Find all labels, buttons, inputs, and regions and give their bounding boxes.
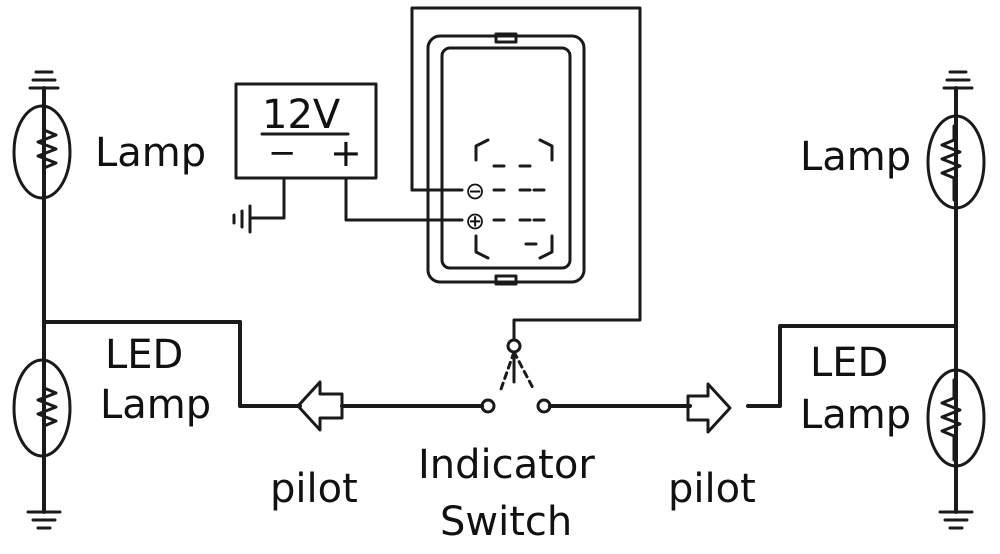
relay-positive-terminal-icon: ⊕ — [465, 207, 485, 235]
battery-ground-wire — [248, 176, 286, 220]
switch-label-line2: Switch — [440, 499, 572, 545]
battery-negative-icon: − — [268, 133, 297, 173]
left-lamp-filament-icon — [36, 116, 58, 192]
right-led-label-line2: Lamp — [800, 392, 911, 438]
left-pilot-arrow-icon — [296, 380, 344, 432]
left-bottom-ground-symbol — [26, 510, 62, 530]
right-lamp-filament-icon — [940, 124, 962, 202]
battery-positive-icon: + — [330, 131, 362, 175]
left-led-label-line2: Lamp — [100, 382, 211, 428]
right-pilot-wire — [746, 324, 958, 408]
right-pilot-label: pilot — [668, 466, 756, 512]
battery-voltage-label: 12V — [262, 92, 341, 138]
left-lamp-label: Lamp — [95, 130, 206, 176]
relay-negative-terminal-icon: ⊖ — [465, 177, 485, 205]
indicator-switch — [480, 338, 552, 414]
right-led-filament-icon — [940, 378, 962, 462]
right-led-lamp — [926, 368, 986, 468]
right-top-ground-symbol — [942, 70, 974, 90]
left-lamp — [12, 104, 72, 200]
switch-label-line1: Indicator — [418, 442, 595, 488]
left-pilot-wire — [238, 320, 302, 408]
right-lamp — [926, 114, 986, 210]
left-led-lamp — [12, 358, 72, 458]
switch-feed-wire — [410, 6, 642, 342]
battery-positive-wire — [344, 176, 464, 222]
right-lamp-label: Lamp — [800, 134, 911, 180]
left-led-filament-icon — [36, 370, 58, 452]
battery-ground-symbol — [232, 204, 252, 234]
right-pilot-arrow-icon — [686, 382, 732, 434]
left-top-ground-symbol — [28, 70, 60, 90]
right-led-label-line1: LED — [810, 340, 888, 386]
flasher-relay — [426, 32, 586, 286]
battery-box — [234, 82, 378, 180]
left-pilot-label: pilot — [270, 466, 358, 512]
right-bottom-ground-symbol — [938, 510, 974, 530]
left-led-label-line1: LED — [105, 332, 183, 378]
